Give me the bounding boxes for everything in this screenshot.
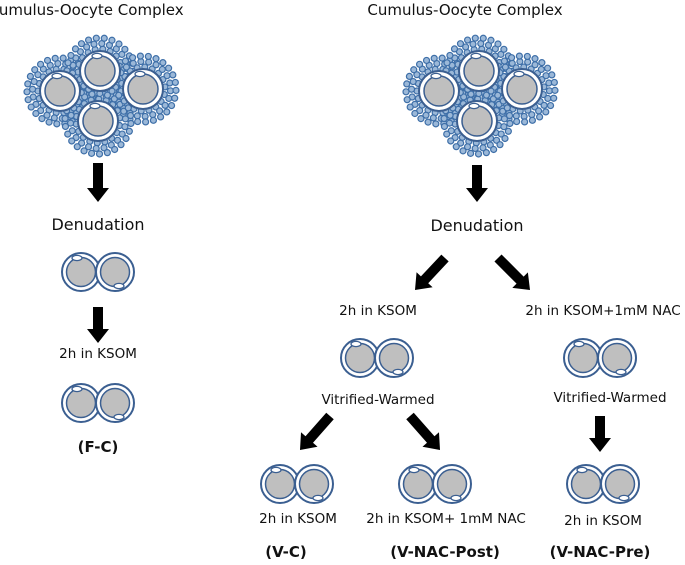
embryo-left-1: [61, 252, 135, 292]
arrow-sub-left: [300, 412, 334, 450]
embryo-v-c: [260, 464, 334, 504]
left-title: Cumulus-Oocyte Complex: [0, 1, 184, 19]
arrow-branch-left: [415, 254, 449, 290]
arrow-sub-right: [406, 412, 440, 450]
coc-right: [402, 34, 559, 158]
arrow-right-1: [466, 165, 488, 202]
group-label-f-c: (F-C): [77, 438, 119, 456]
group-label-v-c: (V-C): [265, 543, 307, 561]
right-denudation: Denudation: [430, 216, 524, 235]
left-denudation: Denudation: [51, 215, 145, 234]
arrow-left-1: [87, 163, 109, 202]
embryo-left-2: [61, 383, 135, 423]
branch-right-treatment: Vitrified-Warmed: [553, 390, 667, 406]
arrow-branch-right: [494, 254, 530, 290]
left-culture: 2h in KSOM: [59, 346, 137, 362]
coc-left: [23, 34, 180, 158]
embryo-v-nac-post: [398, 464, 472, 504]
embryo-branch-left: [340, 338, 414, 378]
embryo-v-nac-pre: [566, 464, 640, 504]
branch-right-culture: 2h in KSOM+1mM NAC: [525, 303, 681, 319]
group-label-v-nac-post: (V-NAC-Post): [390, 543, 500, 561]
sub-right-culture: 2h in KSOM+ 1mM NAC: [366, 511, 526, 527]
sub-left-culture: 2h in KSOM: [259, 511, 337, 527]
group-label-v-nac-pre: (V-NAC-Pre): [549, 543, 651, 561]
right-title: Cumulus-Oocyte Complex: [367, 1, 563, 19]
arrow-branch-right-2: [589, 416, 611, 452]
branch-left-treatment: Vitrified-Warmed: [321, 392, 435, 408]
arrow-left-2: [87, 307, 109, 343]
branch-left-culture: 2h in KSOM: [339, 303, 417, 319]
branch-right-culture-after: 2h in KSOM: [564, 513, 642, 529]
embryo-branch-right: [563, 338, 637, 378]
